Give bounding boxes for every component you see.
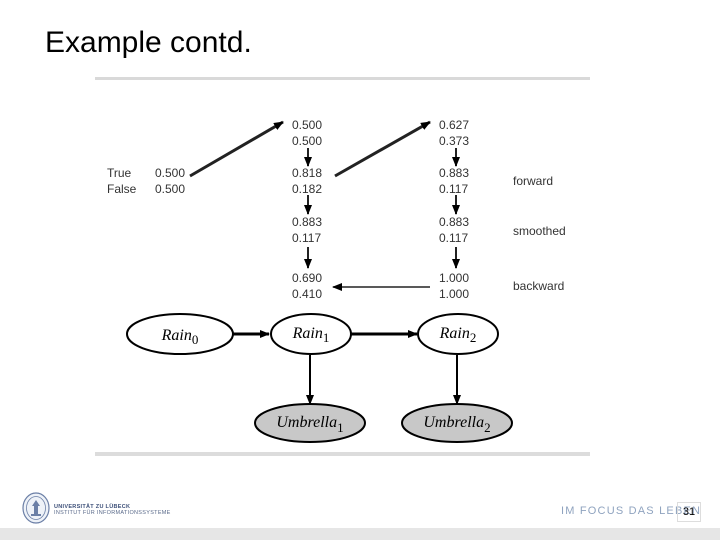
page-number: 31 [677, 502, 701, 522]
forward1-to-predict2-arrow [334, 120, 431, 178]
svg-text:Rain1: Rain1 [292, 325, 330, 345]
prior-true-label: True [107, 166, 132, 180]
node-umbrella1: Umbrella1 [254, 403, 366, 443]
figure-bottom-rule [95, 452, 590, 456]
col2-smoothed-true: 0.883 [439, 215, 470, 229]
hmm-smoothing-figure: Rain0 Rain1 Rain2 Umbrella1 Umbrella2 Tr… [95, 80, 590, 455]
svg-text:Umbrella2: Umbrella2 [423, 414, 490, 435]
col2-forward-false: 0.117 [439, 182, 469, 196]
col2-backward-true: 1.000 [439, 271, 470, 285]
col2-predict-true: 0.627 [439, 118, 470, 132]
footer-band [0, 528, 720, 540]
row-label-forward: forward [513, 174, 554, 188]
node-rain1: Rain1 [270, 313, 352, 355]
col2-predict-false: 0.373 [439, 134, 470, 148]
node-rain0-sub: 0 [192, 332, 199, 347]
prior-false-label: False [107, 182, 137, 196]
col2-forward-true: 0.883 [439, 166, 470, 180]
prior-false-value: 0.500 [155, 182, 186, 196]
svg-text:Umbrella1: Umbrella1 [276, 414, 343, 435]
node-rain1-name: Rain [292, 325, 323, 342]
col1-forward-true: 0.818 [292, 166, 323, 180]
col1-predict-false: 0.500 [292, 134, 323, 148]
node-rain2: Rain2 [417, 313, 499, 355]
row-label-backward: backward [513, 279, 565, 293]
prior-to-predict1-arrow [189, 120, 284, 178]
slide-title: Example contd. [45, 26, 252, 59]
node-umbrella1-sub: 1 [337, 420, 344, 435]
col1-forward-false: 0.182 [292, 182, 323, 196]
col2-backward-false: 1.000 [439, 287, 470, 301]
col2-smoothed-false: 0.117 [439, 231, 469, 245]
node-umbrella2: Umbrella2 [401, 403, 513, 443]
col1-predict-true: 0.500 [292, 118, 323, 132]
node-rain2-name: Rain [439, 325, 470, 342]
col1-smoothed-false: 0.117 [292, 231, 322, 245]
node-rain1-sub: 1 [323, 330, 330, 345]
university-name: UNIVERSITÄT ZU LÜBECK INSTITUT FÜR INFOR… [54, 504, 171, 516]
node-rain0: Rain0 [126, 313, 234, 355]
prior-true-value: 0.500 [155, 166, 186, 180]
col1-backward-true: 0.690 [292, 271, 323, 285]
node-umbrella1-name: Umbrella [276, 414, 337, 431]
svg-text:Rain2: Rain2 [439, 325, 477, 345]
figure-top-rule [95, 77, 590, 80]
figure-graphics: Rain0 Rain1 Rain2 Umbrella1 Umbrella2 [126, 120, 513, 443]
node-rain2-sub: 2 [470, 330, 477, 345]
row-label-smoothed: smoothed [513, 224, 566, 238]
footer-slogan: IM FOCUS DAS LEBEN [561, 505, 702, 517]
node-umbrella2-name: Umbrella [423, 414, 484, 431]
svg-text:Rain0: Rain0 [161, 327, 199, 347]
university-seal-icon [22, 492, 50, 529]
node-umbrella2-sub: 2 [484, 420, 491, 435]
col1-backward-false: 0.410 [292, 287, 323, 301]
node-rain0-name: Rain [161, 327, 192, 344]
col1-smoothed-true: 0.883 [292, 215, 323, 229]
university-name-line2: INSTITUT FÜR INFORMATIONSSYSTEME [54, 510, 171, 516]
university-name-line1: UNIVERSITÄT ZU LÜBECK [54, 504, 131, 510]
